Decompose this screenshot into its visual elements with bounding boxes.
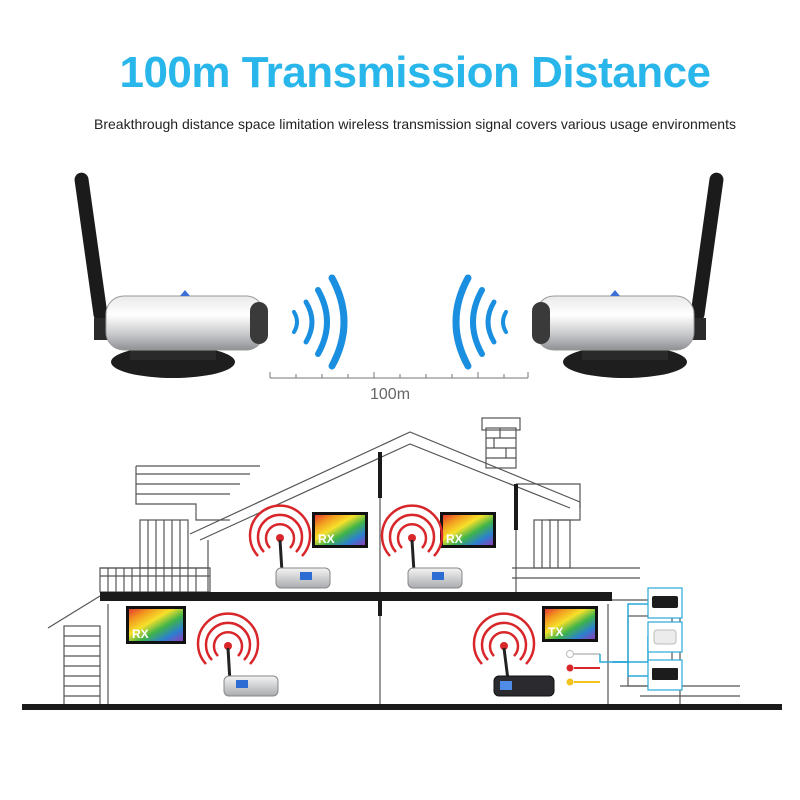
dvd-player-device xyxy=(652,668,678,680)
receiver-lower-left xyxy=(196,612,279,697)
receiver-upper-right xyxy=(380,504,463,589)
transmitter-lower-right xyxy=(472,612,555,697)
upper-floor-slab xyxy=(100,592,612,601)
left-device-body xyxy=(105,295,265,351)
tv-lower-left xyxy=(126,606,186,644)
tv-upper-left xyxy=(312,512,368,548)
red-signal-rings-3 xyxy=(196,612,260,665)
right-device-body xyxy=(535,295,695,351)
right-signal-waves xyxy=(452,274,508,370)
red-signal-rings-2 xyxy=(380,504,444,557)
source-devices xyxy=(647,587,683,691)
tv-box-device xyxy=(653,629,677,645)
distance-ruler xyxy=(269,372,529,379)
right-antenna-unit xyxy=(532,172,724,378)
distance-label: 100m xyxy=(370,386,411,403)
tv-lower-right xyxy=(542,606,598,642)
tv-lower-right-badge: TX xyxy=(548,625,563,639)
media-player-device xyxy=(652,596,678,608)
tv-upper-right-badge: RX xyxy=(446,532,463,546)
right-antenna xyxy=(690,172,724,322)
left-antenna-unit xyxy=(74,172,268,378)
left-signal-waves xyxy=(292,274,348,370)
house-drawing xyxy=(47,417,740,707)
red-signal-rings-4 xyxy=(472,612,536,665)
tv-lower-left-badge: RX xyxy=(132,627,149,641)
receiver-upper-left xyxy=(248,504,331,589)
ground-line xyxy=(22,704,782,710)
red-signal-rings-1 xyxy=(248,504,312,557)
tv-upper-left-badge: RX xyxy=(318,532,335,546)
tv-upper-right xyxy=(440,512,496,548)
page-subtitle: Breakthrough distance space limitation w… xyxy=(94,116,736,132)
page-title: 100m Transmission Distance xyxy=(119,48,711,97)
left-antenna xyxy=(74,172,108,322)
